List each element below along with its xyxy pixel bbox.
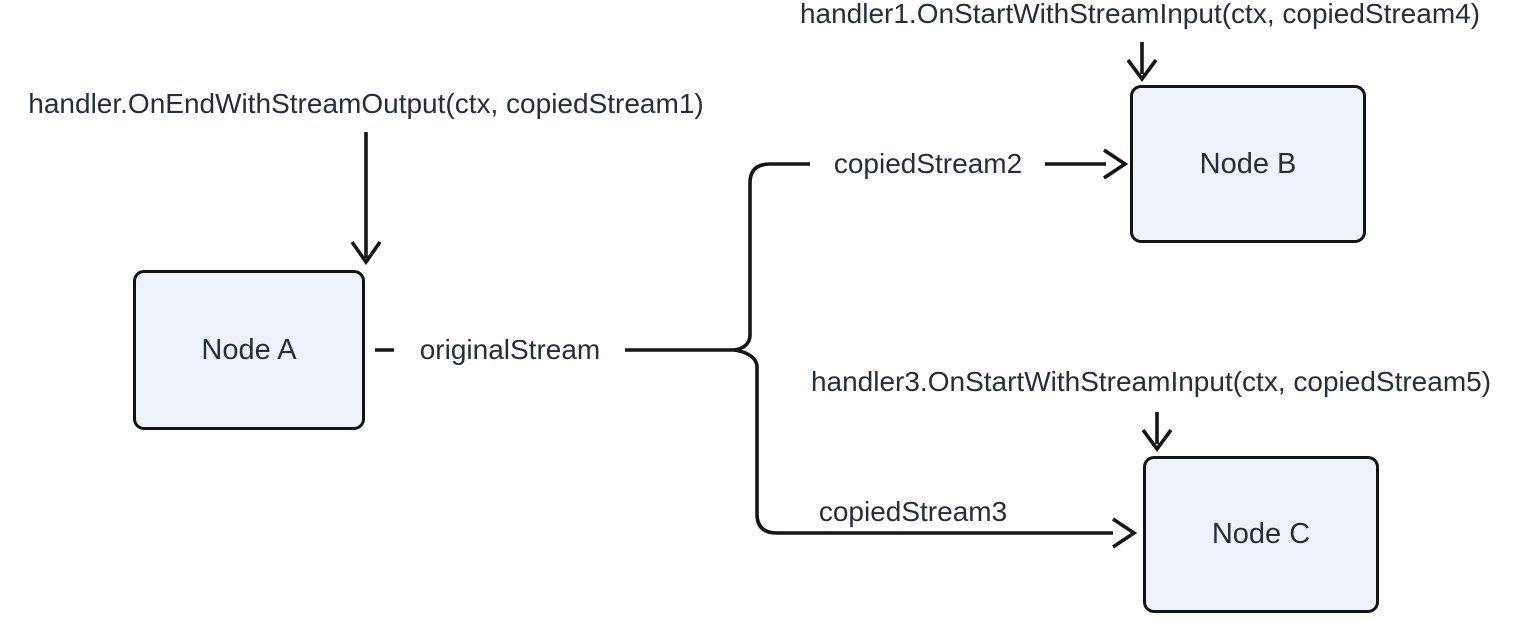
- annotation-handler3-start: handler3.OnStartWithStreamInput(ctx, cop…: [810, 366, 1492, 397]
- node-c-box: Node C: [1143, 456, 1379, 613]
- node-a-box: Node A: [133, 270, 365, 430]
- edge-fork-upper: [733, 162, 810, 352]
- arrowhead-down-node-c-icon: [1141, 428, 1173, 453]
- arrowhead-right-node-c-icon: [1112, 517, 1138, 549]
- edge-label-original-stream: originalStream: [419, 334, 601, 365]
- node-c-label: Node C: [1211, 518, 1311, 550]
- arrowhead-down-node-b-icon: [1126, 58, 1158, 83]
- annotation-handler1-start: handler1.OnStartWithStreamInput(ctx, cop…: [799, 0, 1481, 29]
- arrowhead-down-node-a-icon: [350, 240, 382, 266]
- edge-label-copied-stream3: copiedStream3: [818, 496, 1008, 527]
- edge-fork-lower: [733, 348, 1113, 535]
- edge-label-copied-stream2: copiedStream2: [833, 148, 1023, 179]
- node-b-box: Node B: [1130, 85, 1366, 243]
- annotation-handler-end: handler.OnEndWithStreamOutput(ctx, copie…: [28, 88, 704, 119]
- node-a-label: Node A: [201, 333, 297, 366]
- node-b-label: Node B: [1199, 147, 1297, 180]
- arrowhead-right-node-b-icon: [1103, 148, 1129, 180]
